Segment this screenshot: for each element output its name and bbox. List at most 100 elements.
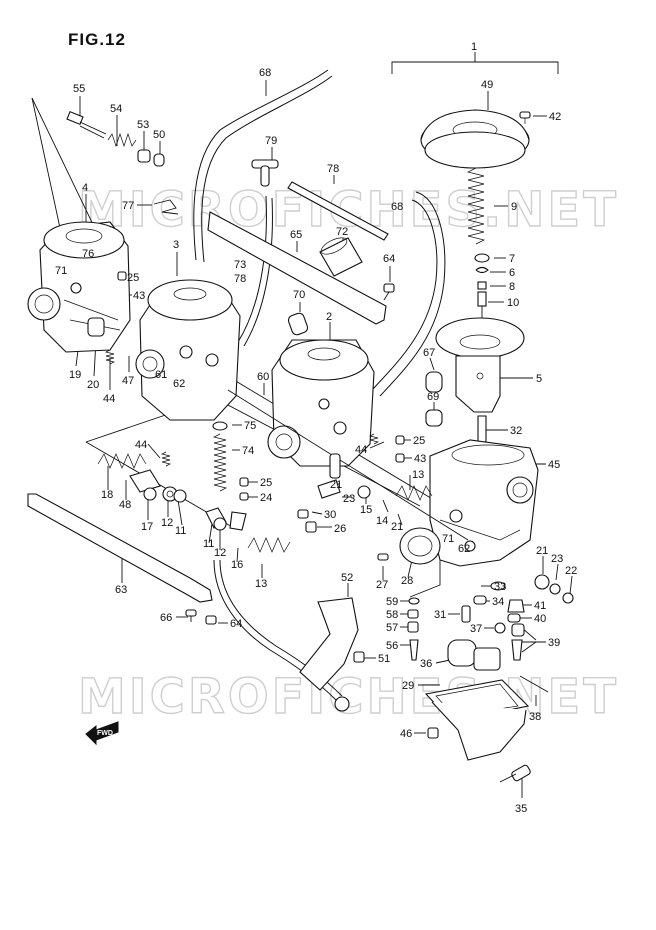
callout-41: 41	[534, 600, 546, 612]
callout-20: 20	[87, 379, 99, 391]
callout-54: 54	[110, 103, 122, 115]
fwd-arrow-icon: FWD	[85, 721, 119, 746]
callout-13-right: 13	[412, 469, 424, 481]
callout-53: 53	[137, 119, 149, 131]
spring-54	[107, 132, 137, 148]
callout-44: 44	[103, 393, 115, 405]
callout-29: 29	[402, 680, 414, 692]
callout-38: 38	[529, 711, 541, 723]
float-36	[447, 639, 501, 671]
clip-77	[153, 199, 179, 215]
callout-25: 25	[127, 272, 139, 284]
callout-57: 57	[386, 622, 398, 634]
callout-32: 32	[510, 425, 522, 437]
bracket-63	[27, 493, 213, 603]
screw-30	[297, 509, 309, 519]
callout-17: 17	[141, 521, 153, 533]
carburetor-2	[267, 339, 375, 467]
drain-screw-35	[499, 764, 531, 783]
rubber-sleeve-72	[319, 237, 363, 277]
callout-26: 26	[334, 523, 346, 535]
callout-35: 35	[515, 803, 527, 815]
washer-22	[562, 592, 574, 604]
washer-75	[212, 421, 228, 431]
plug-69	[425, 409, 443, 427]
callout-64-top: 64	[383, 253, 395, 265]
callout-6: 6	[509, 267, 515, 279]
callout-78: 78	[327, 163, 339, 175]
callout-37: 37	[470, 623, 482, 635]
linkage-left	[97, 453, 187, 503]
callout-34: 34	[492, 596, 504, 608]
hose-68-left	[193, 69, 329, 261]
cover-28	[399, 527, 441, 565]
plate-65	[207, 211, 387, 325]
callout-39: 39	[548, 637, 560, 649]
callout-31: 31	[434, 609, 446, 621]
carburetor-4	[27, 221, 131, 353]
callout-28: 28	[401, 575, 413, 587]
callout-5: 5	[536, 373, 542, 385]
callout-36: 36	[420, 658, 432, 670]
callout-79: 79	[265, 135, 277, 147]
throttle-stop-screw-55	[66, 110, 107, 139]
callout-65: 65	[290, 229, 302, 241]
screw-51	[353, 651, 365, 663]
screw-46	[427, 727, 439, 739]
callout-77: 77	[122, 200, 134, 212]
cap-50	[153, 153, 165, 167]
screw-38	[519, 675, 549, 693]
callout-16: 16	[231, 559, 243, 571]
bracket-52	[299, 597, 359, 712]
linkage-centre	[205, 507, 247, 531]
callout-62-right: 62	[458, 543, 470, 555]
callout-25-lower: 25	[260, 477, 272, 489]
callout-30: 30	[324, 509, 336, 521]
spring-74	[212, 433, 228, 492]
callout-11-centre: 11	[203, 538, 214, 550]
callout-48: 48	[119, 499, 131, 511]
callout-56: 56	[386, 640, 398, 652]
callout-71: 71	[55, 265, 67, 277]
linkage-right	[317, 453, 433, 501]
small-parts-stack	[461, 581, 525, 661]
callout-78-lower: 78	[234, 273, 246, 285]
screw-66	[185, 609, 197, 622]
callout-59: 59	[386, 596, 398, 608]
vent-pipe-78	[287, 181, 389, 241]
callout-44-left: 44	[135, 439, 147, 451]
callout-46: 46	[400, 728, 412, 740]
callout-73: 73	[234, 259, 246, 271]
screw-27	[377, 553, 389, 561]
callout-51: 51	[378, 653, 390, 665]
hose-68-right	[371, 199, 438, 391]
screw-26	[305, 521, 317, 533]
spring-44-mid	[368, 433, 380, 445]
callout-69: 69	[427, 391, 439, 403]
callout-18: 18	[101, 489, 113, 501]
hose-73	[237, 195, 267, 343]
callout-23-far-right: 23	[551, 553, 563, 565]
callout-71-right: 71	[442, 533, 454, 545]
callout-24: 24	[260, 492, 272, 504]
diaphragm-piston-5	[435, 317, 525, 413]
callout-4: 4	[82, 182, 88, 194]
screw-25-right	[395, 435, 405, 445]
watermark-bottom: MICROFICHES.NET	[78, 669, 619, 725]
callout-44-mid: 44	[355, 444, 367, 456]
callout-33: 33	[494, 581, 506, 593]
clip-6	[475, 266, 489, 274]
screw-64-top	[383, 283, 395, 301]
screw-25-lower	[239, 477, 249, 487]
callout-11: 11	[175, 525, 186, 537]
callout-23: 23	[343, 493, 355, 505]
callout-60: 60	[257, 371, 269, 383]
spring-44-carb4	[104, 349, 116, 365]
oring-23-right	[549, 583, 561, 595]
callout-2: 2	[326, 311, 332, 323]
callout-67: 67	[423, 347, 435, 359]
callout-19: 19	[69, 369, 81, 381]
callout-45: 45	[548, 459, 560, 471]
screw-25-left	[117, 271, 127, 281]
